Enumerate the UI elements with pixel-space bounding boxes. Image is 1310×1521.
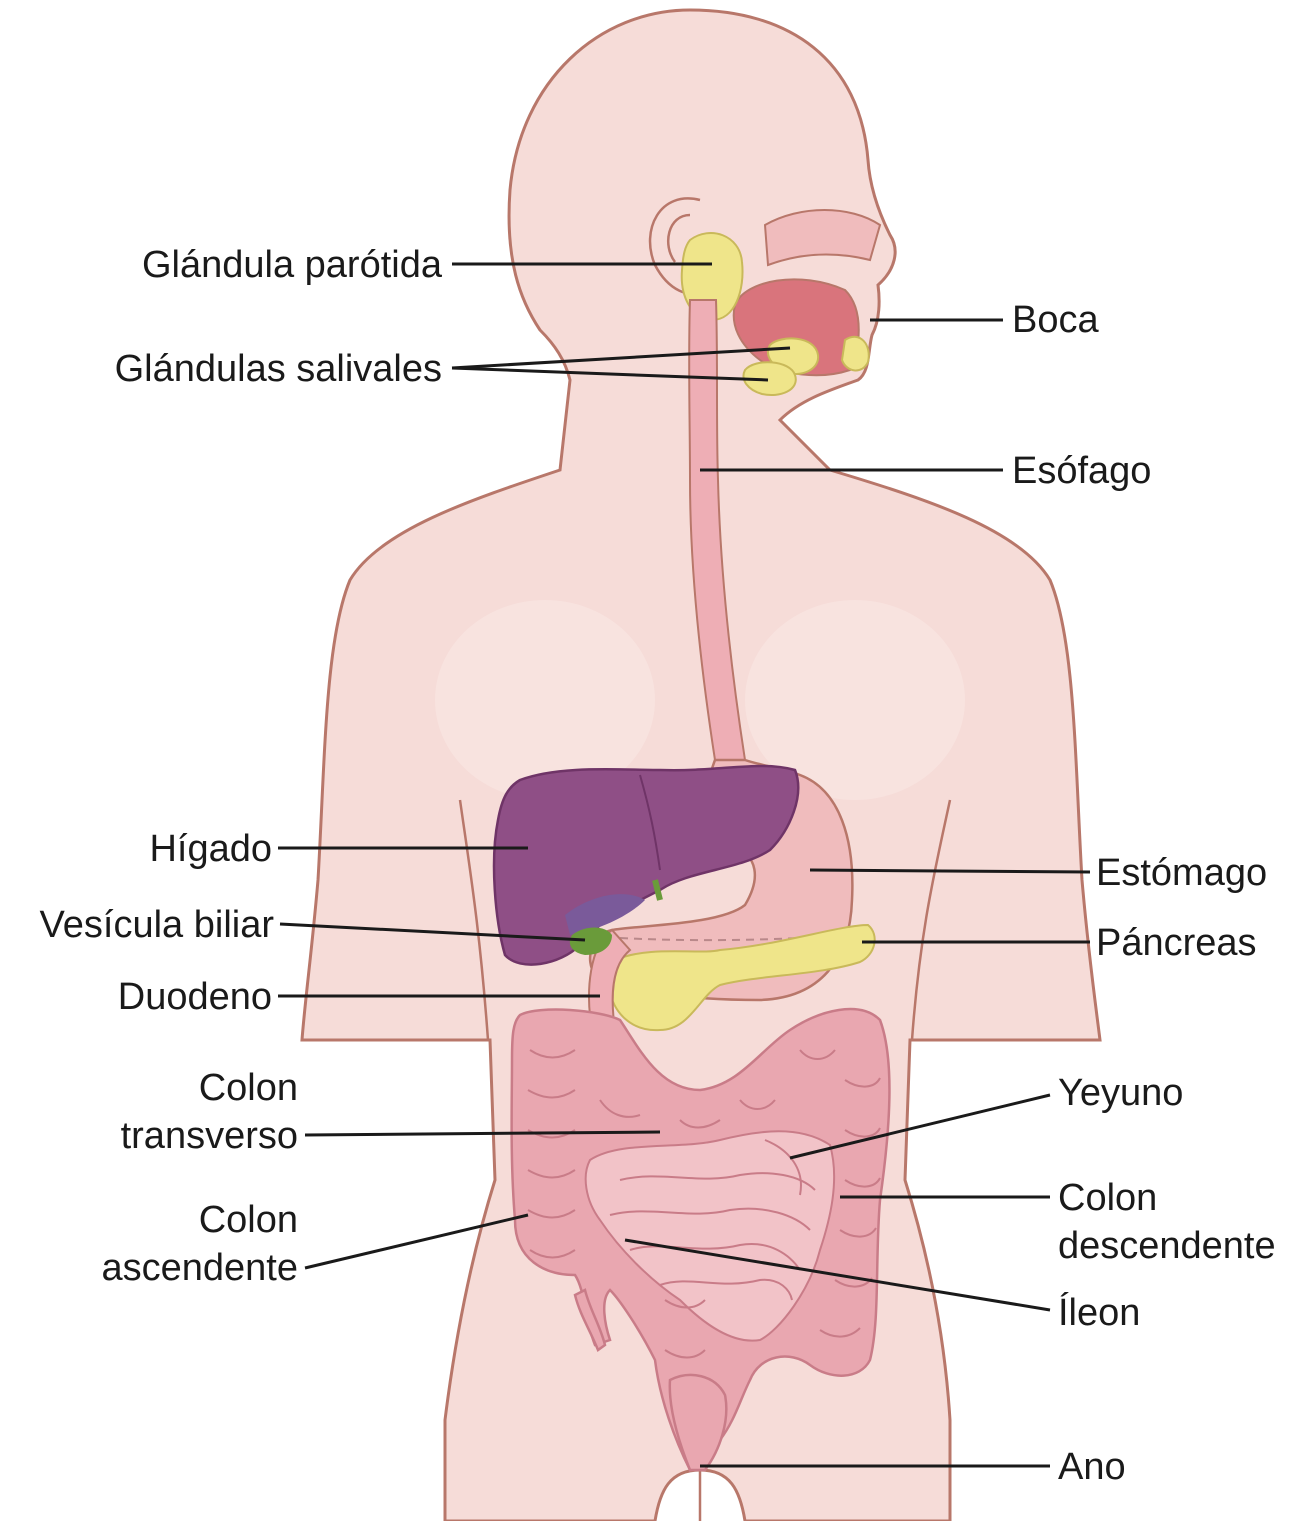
- label-gallbladder: Vesícula biliar: [40, 904, 275, 946]
- label-transverse-colon-line2: transverso: [121, 1115, 298, 1157]
- label-descending-colon-line2: descendente: [1058, 1225, 1276, 1267]
- label-esophagus: Esófago: [1012, 450, 1151, 492]
- label-jejunum: Yeyuno: [1058, 1072, 1183, 1114]
- label-mouth: Boca: [1012, 299, 1099, 341]
- label-parotid: Glándula parótida: [142, 244, 443, 286]
- label-stomach: Estómago: [1096, 852, 1267, 894]
- label-pancreas: Páncreas: [1096, 922, 1257, 964]
- leader-stomach: [810, 870, 1090, 872]
- label-descending-colon-line1: Colon: [1058, 1177, 1157, 1219]
- label-duodenum: Duodeno: [118, 976, 272, 1018]
- lip-gland: [842, 337, 869, 371]
- label-salivary: Glándulas salivales: [115, 348, 442, 390]
- label-anus: Ano: [1058, 1446, 1126, 1488]
- label-transverse-colon-line1: Colon: [199, 1067, 298, 1109]
- label-ascending-colon-line1: Colon: [199, 1199, 298, 1241]
- label-liver: Hígado: [149, 828, 272, 870]
- label-ileum: Íleon: [1058, 1291, 1140, 1334]
- label-ascending-colon-line2: ascendente: [102, 1247, 299, 1289]
